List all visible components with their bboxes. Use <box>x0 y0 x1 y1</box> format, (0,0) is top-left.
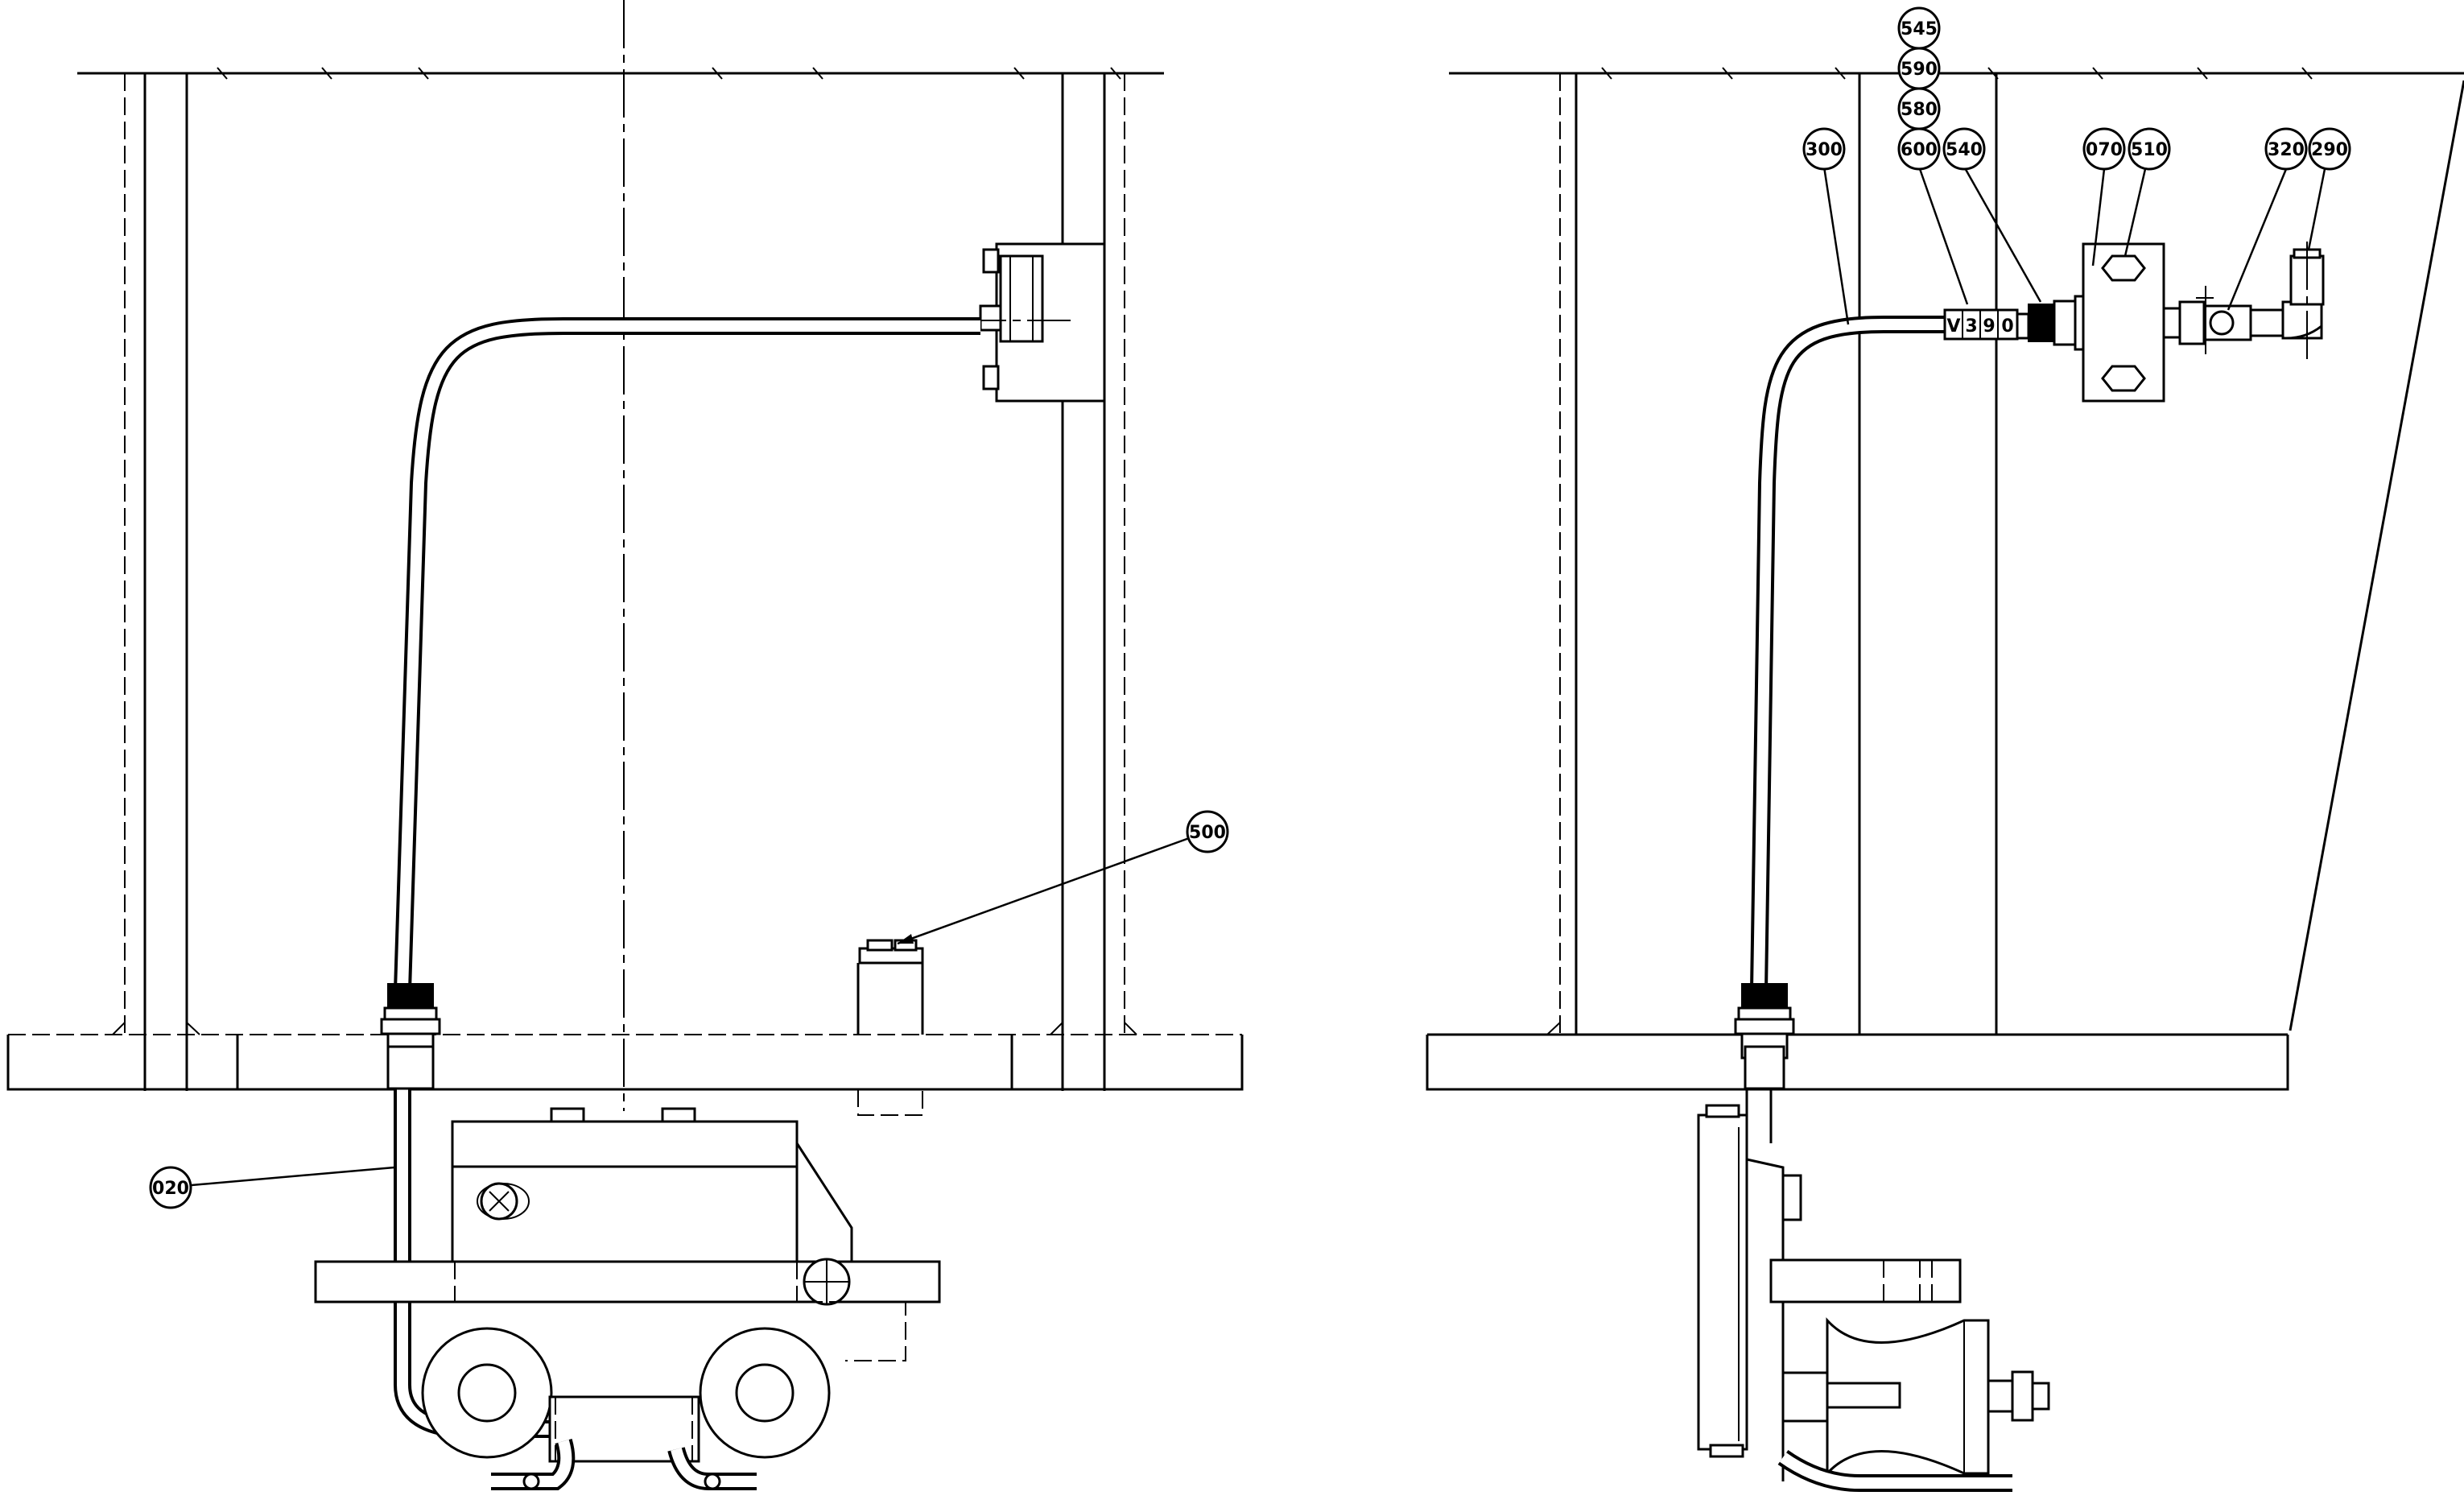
svg-text:590: 590 <box>1901 60 1938 80</box>
left-bulkhead-fitting <box>380 983 441 1090</box>
valve-block-assembly <box>2016 242 2325 403</box>
trolley-side-view <box>1697 1089 2050 1492</box>
leader-300 <box>1822 166 1850 325</box>
tube-marker-v390: V 3 9 0 <box>1943 308 2019 341</box>
balloon-070: 070 <box>2082 127 2126 171</box>
left-floor-plate <box>6 1034 1244 1091</box>
svg-text:3: 3 <box>1965 316 1977 337</box>
balloon-020: 020 <box>149 1166 192 1209</box>
balloon-540: 540 <box>1942 127 1986 171</box>
svg-text:500: 500 <box>1189 823 1226 843</box>
left-column-pair <box>112 73 200 1091</box>
right-column-pair <box>1050 73 1137 1091</box>
svg-text:600: 600 <box>1901 140 1938 160</box>
svg-text:580: 580 <box>1901 100 1938 120</box>
balloon-510: 510 <box>2128 127 2171 171</box>
leader-070 <box>2091 168 2106 266</box>
right-bulkhead-fitting <box>1734 983 1795 1090</box>
balloon-500: 500 <box>1186 810 1229 853</box>
svg-text:540: 540 <box>1946 140 1983 160</box>
leader-500 <box>897 836 1192 945</box>
svg-text:0: 0 <box>2001 316 2013 337</box>
left-view: 020 500 <box>6 0 1244 1490</box>
right-tube <box>1750 316 1948 991</box>
svg-text:320: 320 <box>2268 140 2305 160</box>
right-view: V 3 9 0 <box>1426 6 2464 1492</box>
balloon-600: 600 <box>1897 127 1941 171</box>
svg-text:V: V <box>1946 316 1960 337</box>
trolley-assembly <box>314 1107 941 1490</box>
svg-text:020: 020 <box>152 1179 189 1199</box>
balloon-590: 590 <box>1897 47 1941 90</box>
svg-text:300: 300 <box>1806 140 1843 160</box>
svg-text:290: 290 <box>2311 140 2348 160</box>
balloon-300: 300 <box>1802 127 1846 171</box>
balloon-580: 580 <box>1897 87 1941 130</box>
leader-510 <box>2123 168 2147 257</box>
svg-text:9: 9 <box>1983 316 1995 337</box>
svg-text:070: 070 <box>2086 140 2123 160</box>
leader-600 <box>1917 166 1969 305</box>
balloon-290: 290 <box>2308 127 2351 171</box>
leader-540 <box>1963 166 2042 303</box>
leader-320 <box>2227 168 2288 311</box>
top-mounting-block <box>958 242 1106 403</box>
balloon-320: 320 <box>2264 127 2308 171</box>
leader-020 <box>191 1166 395 1187</box>
balloon-545: 545 <box>1897 6 1941 50</box>
svg-text:510: 510 <box>2131 140 2168 160</box>
leader-290 <box>2307 168 2326 250</box>
right-floor-plate <box>1426 1033 2289 1091</box>
svg-text:545: 545 <box>1901 19 1938 39</box>
